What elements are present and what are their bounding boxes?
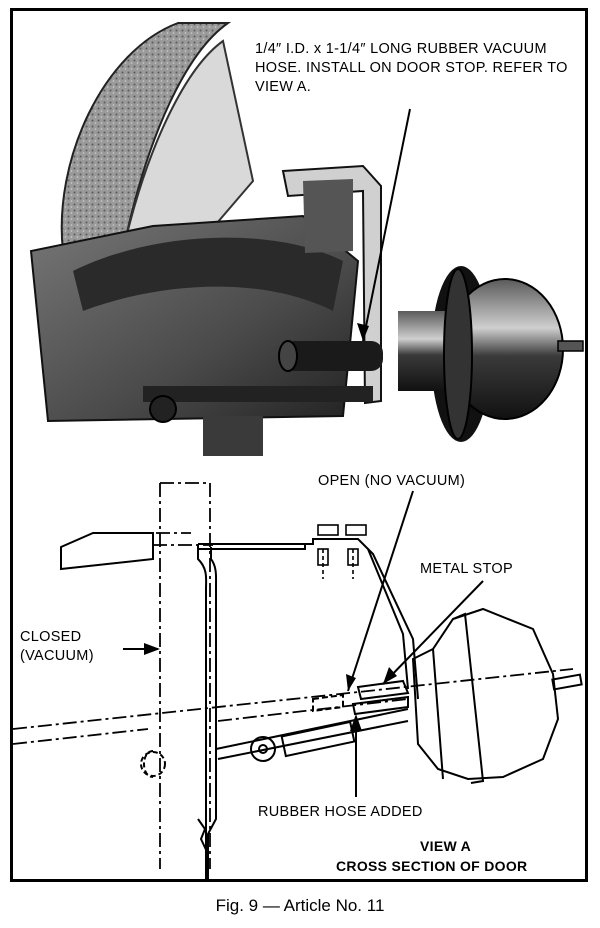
metal-stop-label: METAL STOP <box>420 561 513 577</box>
closed-line-2: (VACUUM) <box>20 648 94 664</box>
hose-callout-label: 1/4″ I.D. x 1-1/4″ LONG RUBBER VACUUM HO… <box>255 41 568 95</box>
view-a-cross-section <box>13 459 585 879</box>
closed-position-label: CLOSED (VACUUM) <box>20 628 94 666</box>
open-position-label: OPEN (NO VACUUM) <box>318 473 466 489</box>
view-title: VIEW A <box>420 838 472 854</box>
view-subtitle: CROSS SECTION OF DOOR <box>336 858 528 874</box>
figure-caption: Fig. 9 — Article No. 11 <box>215 896 385 915</box>
rubber-hose-label: RUBBER HOSE ADDED <box>258 804 423 820</box>
actuator-photo <box>13 11 585 459</box>
closed-line-1: CLOSED <box>20 629 82 645</box>
